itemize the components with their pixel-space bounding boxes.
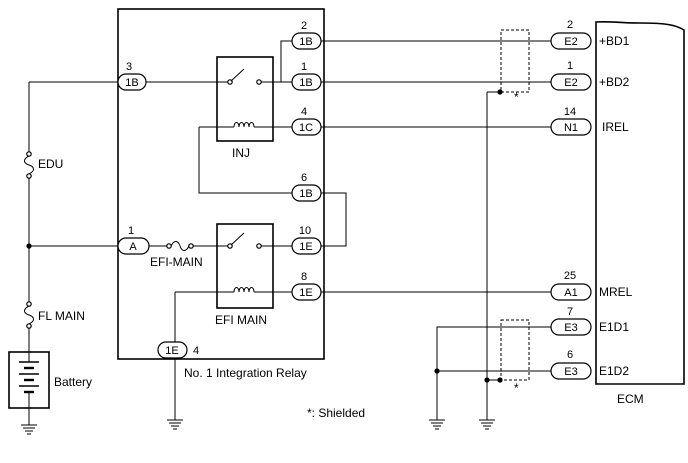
svg-text:E1D1: E1D1	[599, 320, 629, 334]
fl-main-fuse-icon	[24, 301, 34, 329]
efi-main-relay	[175, 223, 274, 309]
connector-8-1e: 1E 8	[291, 271, 322, 301]
svg-text:E2: E2	[564, 36, 577, 48]
shield-marker-bottom: *	[514, 381, 519, 395]
ecm-label: ECM	[617, 392, 644, 406]
battery-label: Battery	[54, 375, 92, 389]
svg-text:1E: 1E	[299, 287, 312, 299]
shield-marker-top: *	[514, 90, 519, 104]
svg-text:1B: 1B	[299, 36, 312, 48]
svg-text:3: 3	[126, 61, 132, 73]
efi-main-relay-label: EFI MAIN	[215, 313, 267, 327]
ecm-terminal-bd2: E2 1 +BD2	[550, 60, 630, 91]
svg-text:1: 1	[301, 61, 307, 73]
ecm-terminal-e1d1: E3 7 E1D1	[550, 306, 629, 336]
connector-2-1b: 1B 2	[291, 20, 322, 50]
svg-text:4: 4	[193, 345, 199, 357]
svg-text:1E: 1E	[299, 241, 312, 253]
svg-text:1: 1	[128, 225, 134, 237]
ecm-terminal-bd1: E2 2 +BD1	[550, 19, 630, 50]
battery-icon	[8, 351, 50, 409]
svg-text:E3: E3	[564, 322, 577, 334]
ecm-terminal-e1d2: E3 6 E1D2	[550, 349, 629, 380]
fl-main-label: FL MAIN	[38, 309, 85, 323]
svg-text:IREL: IREL	[602, 120, 629, 134]
connector-6-1b: 1B 6	[291, 172, 322, 202]
svg-text:E2: E2	[564, 77, 577, 89]
inj-label: INJ	[232, 146, 250, 160]
svg-text:14: 14	[564, 106, 576, 118]
shield-top	[500, 29, 530, 93]
integration-relay-title: No. 1 Integration Relay	[184, 366, 307, 380]
integration-relay-box	[117, 8, 325, 360]
efi-main-fuse-label: EFI-MAIN	[150, 255, 203, 269]
svg-text:6: 6	[301, 172, 307, 184]
svg-text:MREL: MREL	[599, 285, 633, 299]
ground-icon	[167, 419, 183, 430]
svg-text:E1D2: E1D2	[599, 364, 629, 378]
svg-text:1E: 1E	[165, 345, 178, 357]
svg-text:2: 2	[567, 19, 573, 31]
connector-4-1e: 1E 4	[157, 341, 199, 359]
ground-icon	[429, 419, 445, 430]
ecm-terminal-mrel: A1 25 MREL	[550, 270, 633, 301]
svg-text:A1: A1	[564, 287, 577, 299]
svg-text:+BD1: +BD1	[599, 34, 630, 48]
ecm-box	[595, 20, 685, 385]
svg-text:A: A	[129, 241, 137, 253]
svg-text:7: 7	[567, 306, 573, 318]
svg-text:N1: N1	[564, 122, 578, 134]
svg-text:+BD2: +BD2	[599, 75, 630, 89]
ecm-terminal-irel: N1 14 IREL	[550, 106, 629, 136]
svg-text:6: 6	[567, 349, 573, 361]
svg-text:E3: E3	[564, 366, 577, 378]
inj-relay	[199, 56, 274, 142]
connector-3-1b: 1B 3	[117, 61, 147, 91]
edu-label: EDU	[38, 157, 63, 171]
svg-text:10: 10	[299, 225, 311, 237]
shielded-footnote: *: Shielded	[307, 406, 365, 420]
connector-1-1b: 1B 1	[291, 61, 322, 91]
connector-4-1c: 1C 4	[291, 106, 322, 136]
connector-1-a: A 1	[117, 225, 150, 255]
edu-fuse-icon	[24, 151, 34, 179]
svg-text:2: 2	[301, 20, 307, 32]
svg-text:1B: 1B	[125, 77, 138, 89]
svg-text:1B: 1B	[299, 77, 312, 89]
svg-text:1: 1	[567, 60, 573, 72]
ground-icon	[21, 424, 37, 435]
efi-main-fuse-icon	[149, 241, 217, 251]
svg-text:25: 25	[564, 270, 576, 282]
svg-text:4: 4	[301, 106, 307, 118]
connector-10-1e: 1E 10	[291, 225, 322, 255]
svg-text:1C: 1C	[299, 122, 313, 134]
svg-text:1B: 1B	[299, 188, 312, 200]
shield-bottom	[500, 319, 530, 381]
svg-text:8: 8	[301, 271, 307, 283]
ground-icon	[479, 419, 495, 430]
